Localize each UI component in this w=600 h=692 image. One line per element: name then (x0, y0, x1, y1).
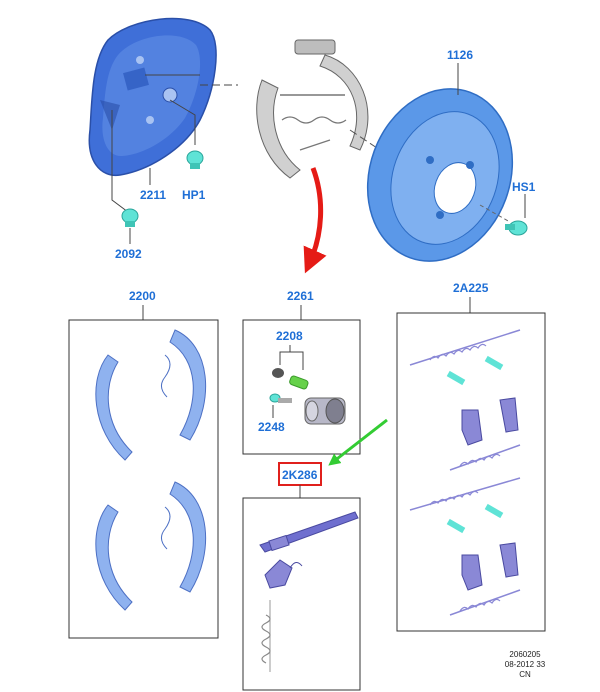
green-pointer-arrow (328, 418, 388, 466)
backing-plate (88, 17, 217, 176)
shoe-kit-parts (95, 329, 207, 611)
footer-reference-number: 2060205 (509, 650, 541, 659)
diagram-reference-footer: 2060205 08-2012 33 CN (470, 650, 580, 680)
shoe-kit-box (68, 319, 219, 639)
callout-hub-screw: HS1 (512, 180, 536, 194)
hub-screw-part (479, 204, 528, 236)
callout-backing-plate: 2211 (140, 188, 166, 202)
footer-region-code: CN (519, 670, 531, 679)
wheel-cylinder-part (304, 397, 346, 425)
shoe-assembly-leaders (349, 129, 396, 161)
red-pointer-arrow (303, 167, 327, 274)
wheel-cylinder-kit-box (242, 319, 361, 455)
callout-grommet: 2092 (115, 247, 142, 261)
brake-drum (366, 88, 514, 262)
hole-plug-part (186, 150, 204, 169)
callout-bleeder-parts: 2208 (276, 329, 303, 343)
footer-date-code: 08-2012 33 (504, 660, 546, 669)
callout-adjuster-kit: 2K286 (282, 468, 318, 482)
callout-shoe-kit: 2200 (129, 289, 156, 303)
bleeder-parts-leaders (279, 345, 304, 370)
callout-hardware-kit: 2A225 (453, 281, 489, 295)
bleeder-parts (269, 368, 309, 403)
callout-bleeder-screw: 2248 (258, 420, 285, 434)
hardware-kit-box (396, 312, 546, 632)
backing-plate-leaders (111, 74, 238, 213)
adjuster-kit-parts (259, 511, 359, 672)
adjuster-kit-box (242, 497, 361, 691)
grommet-part (121, 208, 139, 227)
shoe-assembly (256, 39, 369, 179)
callout-hole-plug: HP1 (182, 188, 206, 202)
callout-drum: 1126 (447, 48, 473, 62)
callout-wheel-cylinder-kit: 2261 (287, 289, 314, 303)
hardware-kit-parts (409, 329, 521, 616)
